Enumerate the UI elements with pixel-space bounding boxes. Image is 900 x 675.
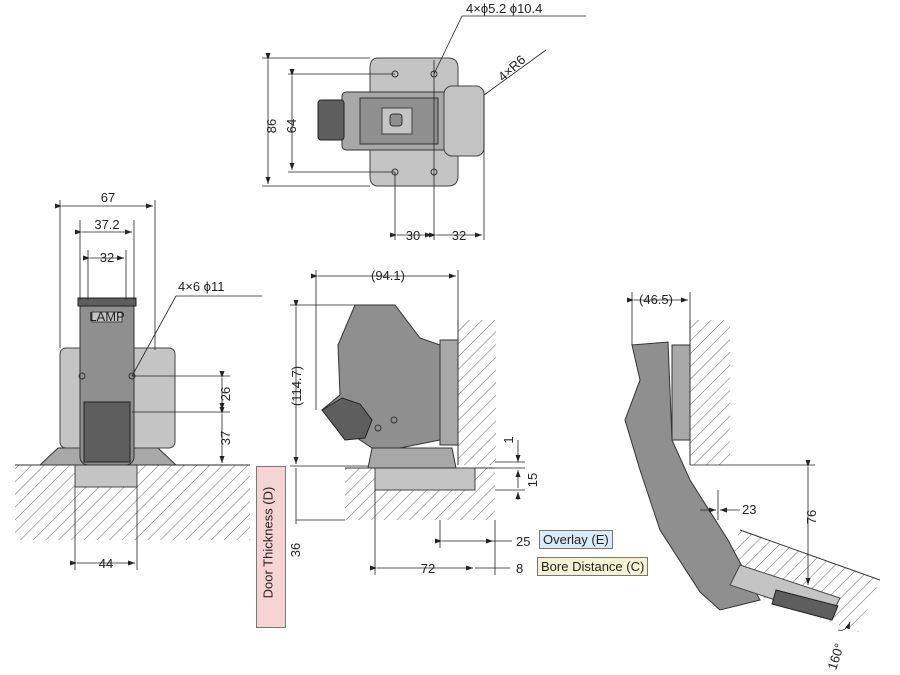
front-dim-37-2: 37.2 <box>94 217 119 232</box>
side-dim-94-1: (94.1) <box>371 268 405 283</box>
top-dim-64: 64 <box>284 119 299 133</box>
side-view: (94.1) (114.7) 1 15 36 25 72 8 <box>288 268 540 576</box>
top-dim-30: 30 <box>406 228 420 243</box>
front-logo: LAMP <box>89 309 124 324</box>
front-dim-44: 44 <box>99 556 113 571</box>
top-hole-spec: 4×ϕ5.2 ϕ10.4 <box>466 1 542 16</box>
door-thickness-text: Door Thickness (D) <box>260 486 276 599</box>
open-dim-23: 23 <box>742 502 756 517</box>
door-thickness-label: Door Thickness (D) <box>256 466 286 628</box>
side-dim-25: 25 <box>516 534 530 549</box>
top-dim-32: 32 <box>452 228 466 243</box>
side-dim-15: 15 <box>525 473 540 487</box>
side-dim-1: 1 <box>501 436 516 443</box>
overlay-label: Overlay (E) <box>539 530 613 549</box>
bore-distance-label: Bore Distance (C) <box>537 557 649 576</box>
front-dim-26: 26 <box>218 387 233 401</box>
top-radius-spec: 4×R6 <box>495 52 528 84</box>
top-view: 4×ϕ5.2 ϕ10.4 4×R6 86 64 30 32 <box>262 1 586 243</box>
front-dim-37: 37 <box>218 431 233 445</box>
top-dim-86: 86 <box>264 119 279 133</box>
open-dim-46-5: (46.5) <box>639 292 673 307</box>
front-hole-spec: 4×6 ϕ11 <box>178 279 224 294</box>
open-angle-160: 160° <box>824 642 847 672</box>
side-dim-114-7: (114.7) <box>289 366 304 406</box>
front-view: LAMP 67 37.2 32 4×6 ϕ11 26 37 44 <box>15 190 262 571</box>
side-dim-36: 36 <box>288 543 303 557</box>
front-dim-67: 67 <box>101 190 115 205</box>
open-dim-76: 76 <box>804 510 819 524</box>
open-view: (46.5) 23 76 160° <box>624 292 881 672</box>
side-dim-8: 8 <box>516 561 523 576</box>
front-dim-32: 32 <box>100 250 114 265</box>
side-dim-72: 72 <box>421 561 435 576</box>
